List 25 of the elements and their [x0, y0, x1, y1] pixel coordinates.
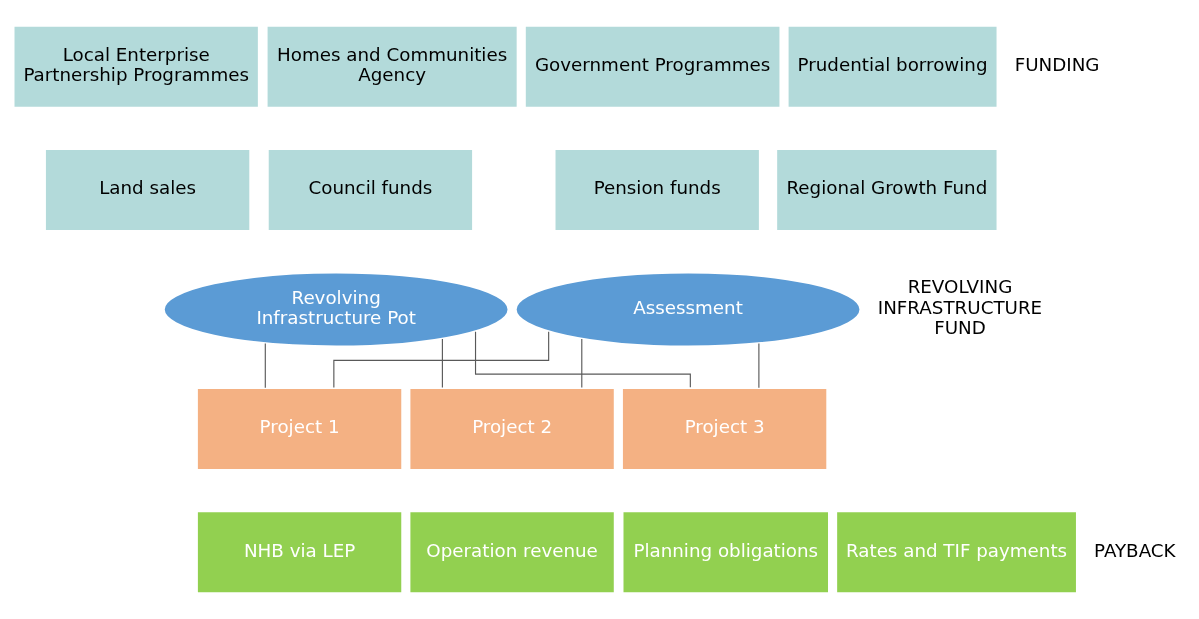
node-ellipse: Assessment [514, 271, 862, 348]
node-box: Rates and TIF payments [834, 510, 1079, 595]
node-box: Homes and Communities Agency [265, 24, 519, 109]
connector [264, 342, 266, 389]
node-box: Pension funds [553, 147, 762, 233]
node-box: Land sales [43, 147, 252, 233]
label: PAYBACK [1094, 539, 1176, 561]
node-box: Council funds [266, 147, 475, 233]
node-box: Operation revenue [408, 510, 617, 595]
node-box: Project 2 [408, 386, 617, 472]
connector [441, 338, 443, 389]
connector [333, 331, 550, 388]
node-box: Local Enterprise Partnership Programmes [12, 24, 261, 109]
label: REVOLVING INFRASTRUCTURE FUND [877, 276, 1043, 339]
label: FUNDING [1014, 54, 1100, 76]
node-box: NHB via LEP [195, 510, 404, 595]
node-box: Project 3 [620, 386, 829, 472]
node-box: Prudential borrowing [786, 24, 999, 109]
node-box: Project 1 [195, 386, 404, 472]
node-box: Regional Growth Fund [774, 147, 999, 233]
node-box: Planning obligations [621, 510, 831, 595]
node-ellipse: Revolving Infrastructure Pot [162, 271, 510, 348]
node-box: Government Programmes [523, 24, 782, 109]
connector [758, 342, 760, 389]
connector [581, 338, 583, 389]
